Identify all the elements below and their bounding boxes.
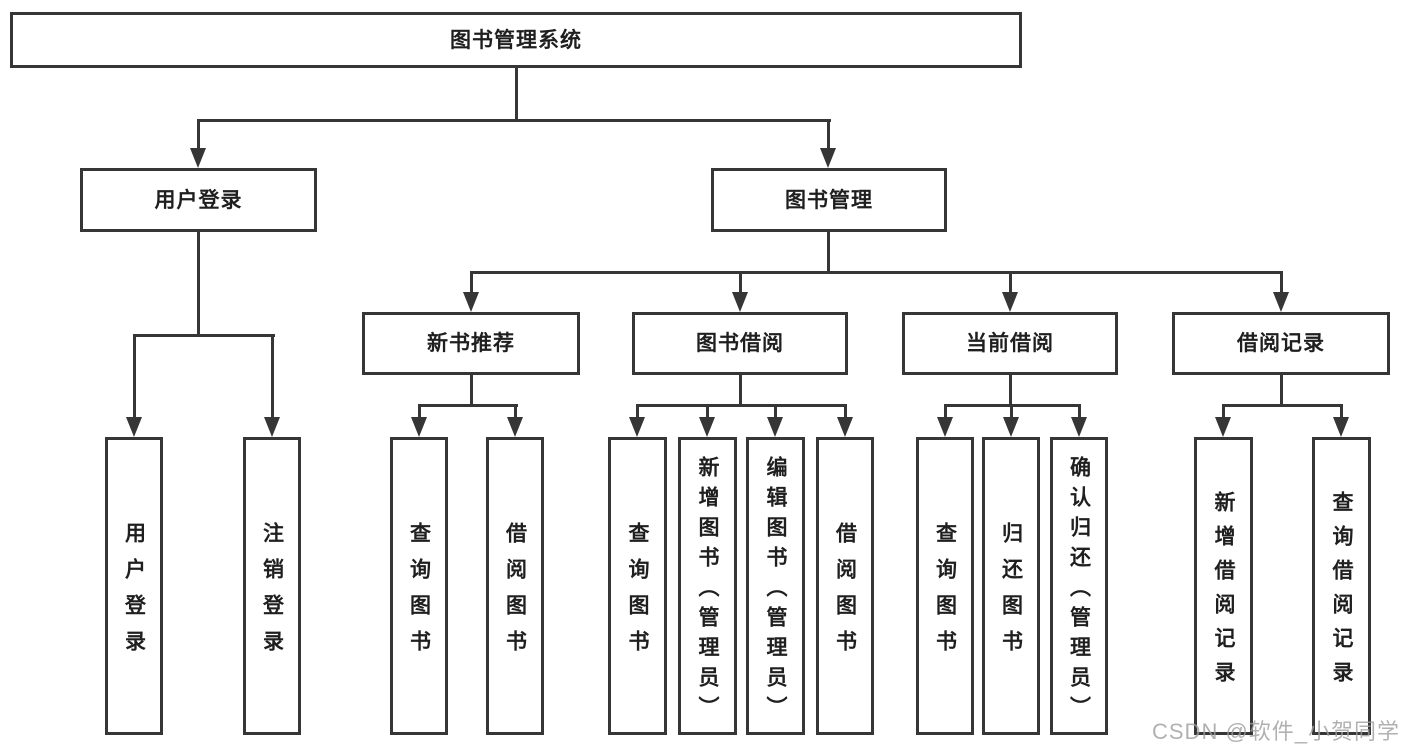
connector-line [1280,373,1283,407]
connector-line [470,271,1283,274]
connector-line [1222,404,1343,407]
connector-arrowhead [1071,417,1087,437]
connector-line [470,271,473,296]
connector-line [197,119,831,122]
node-borrowing-records: 借阅记录 [1172,312,1390,375]
connector-line [470,373,473,407]
node-book-management-label: 图书管理 [785,188,873,212]
connector-line [636,404,639,420]
connector-line [418,404,421,420]
node-user-login-label: 用户登录 [154,188,243,212]
leaf-query-books-3-label: 查询图书 [933,521,957,666]
node-current-borrowing: 当前借阅 [902,312,1118,375]
leaf-add-borrow-record-label: 新增借阅记录 [1212,490,1235,695]
connector-line [197,230,200,337]
connector-line [197,119,200,150]
connector-arrowhead [837,417,853,437]
node-root: 图书管理系统 [10,12,1022,68]
connector-line [739,271,742,296]
leaf-query-books-2-label: 查询图书 [626,521,649,666]
node-book-borrowing: 图书借阅 [632,312,848,375]
connector-line [133,334,275,337]
connector-arrowhead [820,148,836,168]
leaf-confirm-return-admin-label: 确认归还（管理员） [1067,455,1091,726]
connector-arrowhead [1002,292,1018,312]
leaf-user-login: 用户登录 [105,437,163,735]
connector-line [418,404,518,407]
node-book-management: 图书管理 [711,168,947,232]
connector-arrowhead [190,148,206,168]
connector-line [1010,404,1013,420]
connector-arrowhead [699,417,715,437]
connector-line [706,404,709,420]
leaf-query-books-1-label: 查询图书 [407,521,431,666]
leaf-borrow-books-2: 借阅图书 [816,437,874,735]
node-new-book-recommend-label: 新书推荐 [427,332,515,355]
connector-line [1078,404,1081,420]
connector-line [827,230,830,274]
connector-line [1009,271,1012,296]
leaf-add-books-admin-label: 新增图书（管理员） [696,455,719,726]
connector-line [774,404,777,420]
leaf-confirm-return-admin: 确认归还（管理员） [1050,437,1108,735]
leaf-query-books-3: 查询图书 [916,437,974,735]
connector-line [636,404,846,407]
connector-arrowhead [264,417,280,437]
connector-arrowhead [463,292,479,312]
connector-line [739,373,742,407]
connector-line [827,119,830,150]
connector-arrowhead [1333,417,1349,437]
node-current-borrowing-label: 当前借阅 [966,332,1054,355]
leaf-borrow-books-2-label: 借阅图书 [833,521,857,666]
connector-arrowhead [629,417,645,437]
connector-arrowhead [732,292,748,312]
connector-line [515,66,518,121]
leaf-query-borrow-record-label: 查询借阅记录 [1330,490,1353,695]
connector-line [133,334,136,419]
connector-arrowhead [1003,417,1019,437]
node-root-label: 图书管理系统 [450,28,582,52]
connector-line [1340,404,1343,420]
connector-line [844,404,847,420]
leaf-borrow-books-1: 借阅图书 [486,437,544,735]
leaf-logout: 注销登录 [243,437,301,735]
leaf-edit-books-admin: 编辑图书（管理员） [746,437,805,735]
connector-line [1280,271,1283,296]
leaf-query-books-2: 查询图书 [608,437,667,735]
leaf-user-login-label: 用户登录 [122,521,146,666]
leaf-add-books-admin: 新增图书（管理员） [678,437,737,735]
connector-arrowhead [126,417,142,437]
connector-line [271,334,274,419]
connector-arrowhead [1215,417,1231,437]
leaf-add-borrow-record: 新增借阅记录 [1194,437,1253,735]
connector-line [514,404,517,420]
leaf-return-books-label: 归还图书 [999,521,1023,666]
leaf-return-books: 归还图书 [982,437,1040,735]
connector-arrowhead [507,417,523,437]
node-book-borrowing-label: 图书借阅 [696,332,784,355]
leaf-borrow-books-1-label: 借阅图书 [503,521,527,666]
connector-arrowhead [767,417,783,437]
node-new-book-recommend: 新书推荐 [362,312,580,375]
leaf-query-borrow-record: 查询借阅记录 [1312,437,1371,735]
node-user-login: 用户登录 [80,168,317,232]
leaf-logout-label: 注销登录 [260,521,284,666]
connector-line [1009,373,1012,407]
connector-arrowhead [1273,292,1289,312]
connector-line [944,404,947,420]
node-borrowing-records-label: 借阅记录 [1237,332,1325,355]
watermark: CSDN @软件_小贺同学 [1152,719,1401,744]
connector-line [1222,404,1225,420]
leaf-query-books-1: 查询图书 [390,437,448,735]
connector-arrowhead [937,417,953,437]
leaf-edit-books-admin-label: 编辑图书（管理员） [764,455,787,726]
connector-arrowhead [411,417,427,437]
